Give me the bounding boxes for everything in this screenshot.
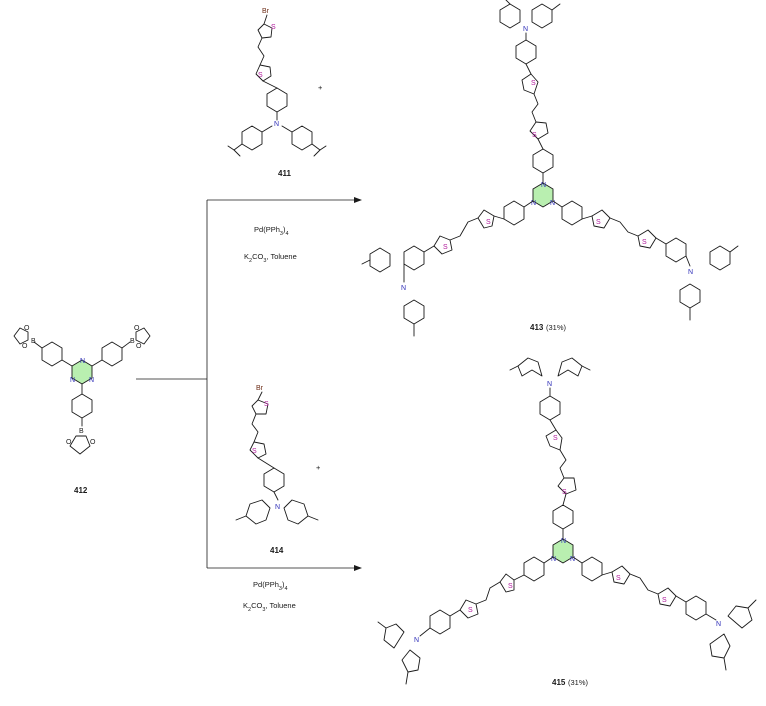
svg-text:N: N [531,200,536,207]
top-reaction-conditions: Pd(PPh3)4 K2CO3, Toluene [244,225,297,264]
svg-text:S: S [642,239,647,246]
svg-text:N: N [547,381,552,388]
svg-text:N: N [80,358,85,365]
svg-text:O: O [66,439,72,446]
svg-text:O: O [136,343,142,350]
svg-text:S: S [616,575,621,582]
svg-text:N: N [551,556,556,563]
svg-text:O: O [90,439,96,446]
compound-412-structure: N N N B O O B O O B O O 412 [13,325,151,495]
svg-text:S: S [443,244,448,251]
compound-415-structure: N N N S S N S S N [377,357,757,687]
svg-text:Br: Br [256,385,264,392]
compound-413-yield: (31%) [546,323,567,332]
svg-text:S: S [532,132,537,139]
top-catalyst-label: Pd(PPh3)4 [254,225,289,237]
compound-413-label: 413 [530,323,544,332]
compound-411-label: 411 [278,169,291,178]
svg-text:S: S [553,435,558,442]
svg-text:Br: Br [262,8,270,15]
bottom-reaction-conditions: Pd(PPh3)4 K2CO3, Toluene [243,580,296,613]
svg-text:S: S [596,219,601,226]
svg-text:N: N [275,504,280,511]
compound-415-yield: (31%) [568,678,589,687]
compound-414-label: 414 [270,546,284,555]
svg-text:S: S [508,583,513,590]
svg-text:S: S [468,607,473,614]
svg-text:S: S [531,80,536,87]
plus-sign-2: + [316,463,321,472]
svg-text:N: N [716,621,721,628]
compound-413-structure: N N N S S N S S N [361,0,739,337]
svg-text:S: S [662,597,667,604]
svg-text:S: S [252,448,257,455]
svg-text:N: N [561,538,566,545]
svg-text:B: B [79,428,84,435]
svg-text:S: S [562,489,567,496]
compound-414-structure: Br S S N + 414 [235,385,321,555]
bottom-conditions-label: K2CO3, Toluene [243,601,296,613]
svg-text:S: S [271,24,276,31]
svg-text:N: N [414,637,419,644]
svg-text:O: O [22,343,28,350]
svg-text:N: N [89,377,94,384]
bottom-catalyst-label: Pd(PPh3)4 [253,580,288,592]
svg-text:B: B [130,338,135,345]
svg-text:O: O [134,325,140,332]
plus-sign: + [318,83,323,92]
top-conditions-label: K2CO3, Toluene [244,252,297,264]
svg-text:B: B [31,338,36,345]
svg-text:N: N [401,285,406,292]
svg-text:N: N [541,182,546,189]
compound-415-label: 415 [552,678,566,687]
svg-text:S: S [486,219,491,226]
svg-text:N: N [70,377,75,384]
svg-text:N: N [688,269,693,276]
svg-text:N: N [523,26,528,33]
svg-text:S: S [264,401,269,408]
compound-411-structure: Br S S N + 411 [227,8,327,178]
svg-text:O: O [24,325,30,332]
svg-text:N: N [274,121,279,128]
svg-text:N: N [550,200,555,207]
compound-412-label: 412 [74,486,88,495]
svg-text:S: S [258,72,263,79]
reaction-arrows [136,197,362,571]
svg-text:N: N [570,556,575,563]
